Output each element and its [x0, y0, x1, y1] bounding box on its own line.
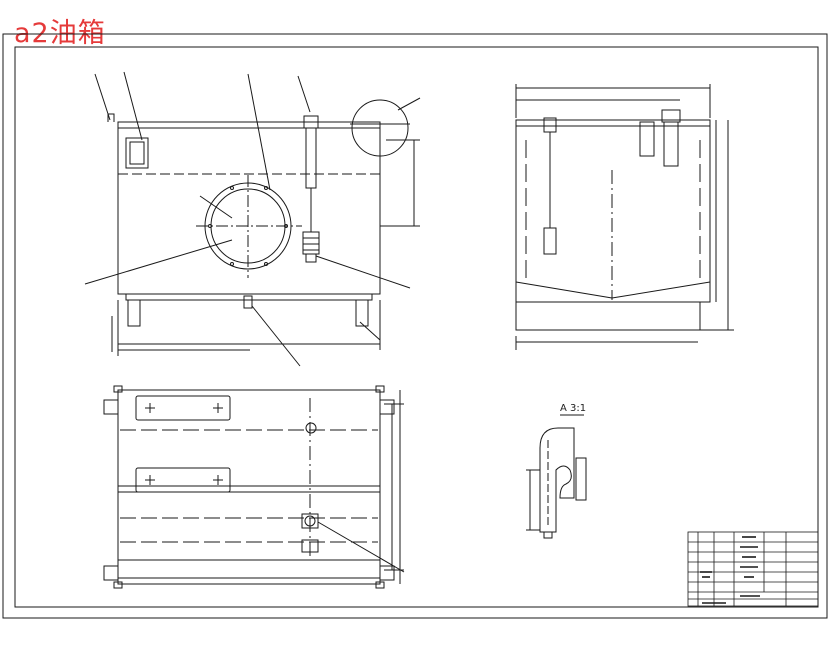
outer-border [2, 33, 828, 619]
detail-a-view [526, 414, 587, 539]
top-view [103, 385, 405, 589]
title-block [687, 531, 819, 607]
section-a-label: A 3:1 [560, 403, 587, 414]
front-view [84, 71, 421, 367]
inner-border [14, 46, 819, 608]
side-view [515, 84, 734, 350]
detail-a-marker [351, 99, 409, 157]
